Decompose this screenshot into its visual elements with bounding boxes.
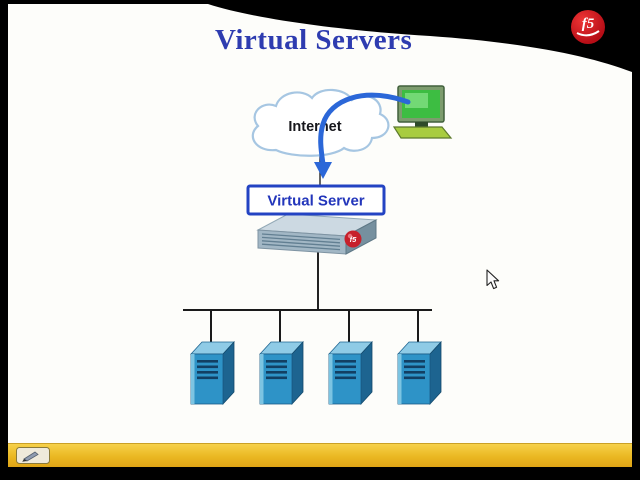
virtual-server-box: Virtual Server xyxy=(246,184,386,216)
slide-title: Virtual Servers xyxy=(215,24,413,56)
server-tower xyxy=(397,340,442,406)
internet-cloud: Internet xyxy=(251,88,390,157)
bigip-appliance: f5 xyxy=(256,213,378,255)
f5-logo-text: f5 xyxy=(581,15,595,32)
f5-logo: f5 xyxy=(571,10,605,44)
appliance-f5-badge: f5 xyxy=(350,235,357,244)
pen-tool-icon[interactable] xyxy=(16,447,50,464)
mouse-cursor xyxy=(486,269,500,290)
slide-canvas: Virtual Servers f5 xyxy=(8,4,632,467)
server-tower xyxy=(328,340,373,406)
server-tower xyxy=(259,340,304,406)
internet-label: Internet xyxy=(288,119,341,135)
annotation-toolbar xyxy=(8,443,632,467)
traffic-arrow-icon xyxy=(314,92,411,179)
server-tower xyxy=(190,340,235,406)
network-diagram: f5 Internet Vir xyxy=(183,85,500,406)
virtual-server-label: Virtual Server xyxy=(267,193,364,210)
f5-logo-swoosh-icon xyxy=(576,30,600,37)
slide-corner-decoration xyxy=(208,4,632,72)
client-computer-icon xyxy=(392,85,453,139)
